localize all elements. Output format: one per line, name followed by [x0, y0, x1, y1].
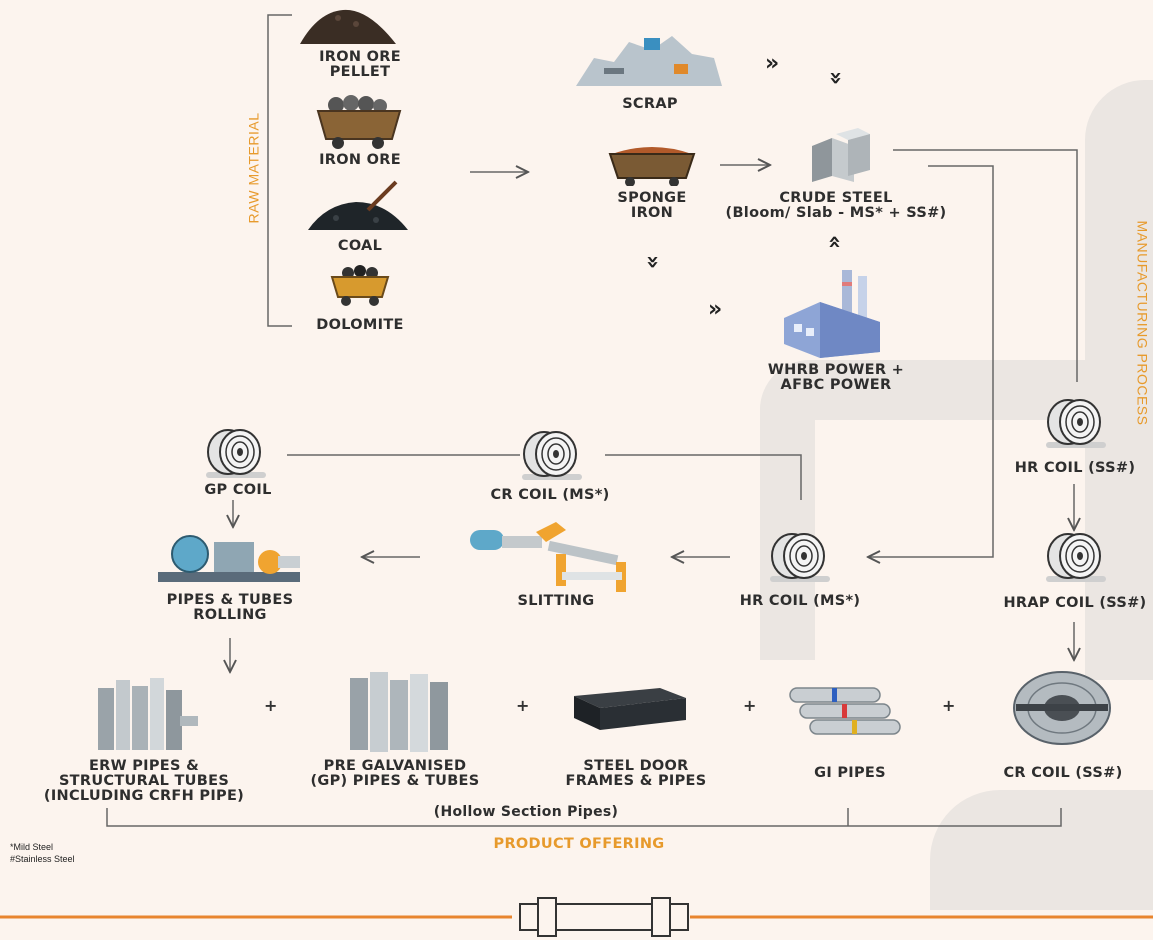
iron-ore-pellet-icon	[300, 9, 396, 44]
slitting-label: SLITTING	[517, 593, 595, 609]
scrap-label: SCRAP	[622, 96, 678, 112]
gp-coil-label: GP COIL	[204, 482, 272, 498]
scrap-heap-icon	[576, 36, 722, 86]
plus-sign: +	[942, 696, 956, 715]
line-crude-to-hr-ss	[893, 149, 1078, 382]
cr-coil-ms-icon	[522, 431, 582, 480]
gi-pipes-icon	[789, 687, 901, 735]
cr-coil-ms-label: CR COIL (MS*)	[490, 487, 610, 503]
slitting-machine-icon	[470, 522, 626, 592]
double-chevron-right-icon: »	[765, 51, 780, 76]
product-offering-label: PRODUCT OFFERING	[493, 836, 665, 852]
crude-steel-label: CRUDE STEEL (Bloom/ Slab - MS* + SS#)	[725, 190, 947, 221]
pipes-rolling-label: PIPES & TUBES ROLLING	[166, 592, 294, 623]
hollow-section-label: (Hollow Section Pipes)	[433, 804, 619, 820]
power-label: WHRB POWER + AFBC POWER	[767, 362, 905, 393]
pre-galvanised-pipes-icon	[350, 672, 448, 752]
iron-ore-label: IRON ORE	[319, 152, 401, 168]
pipe-emblem-icon	[519, 897, 689, 937]
coal-label: COAL	[337, 238, 383, 254]
pre-galvanised-label: PRE GALVANISED (GP) PIPES & TUBES	[310, 758, 480, 789]
hr-coil-ms-label: HR COIL (MS*)	[739, 593, 861, 609]
background-pipe-decoration	[760, 360, 815, 660]
double-chevron-right-icon: »	[708, 297, 723, 322]
cr-coil-ss-icon	[1013, 671, 1111, 745]
crude-steel-blocks-icon	[812, 128, 870, 182]
hr-coil-ss-icon	[1046, 399, 1106, 448]
footnote-mild-steel: *Mild Steel	[10, 842, 54, 852]
dolomite-label: DOLOMITE	[316, 317, 404, 333]
hrap-coil-ss-icon	[1046, 533, 1106, 582]
power-plant-icon	[784, 270, 880, 358]
coal-pile-icon	[308, 180, 408, 230]
erw-pipes-label: ERW PIPES & STRUCTURAL TUBES (INCLUDING …	[43, 758, 245, 804]
dolomite-cart-icon	[330, 265, 390, 306]
plus-sign: +	[743, 696, 757, 715]
plus-sign: +	[516, 696, 530, 715]
sponge-iron-label: SPONGE IRON	[617, 190, 687, 221]
gp-coil-icon	[206, 429, 266, 478]
raw-material-bracket	[267, 14, 292, 327]
sponge-iron-cart-icon	[608, 147, 696, 186]
door-frames-label: STEEL DOOR FRAMES & PIPES	[565, 758, 707, 789]
iron-ore-pellet-label: IRON ORE PELLET	[319, 49, 401, 80]
gi-pipes-label: GI PIPES	[814, 765, 886, 781]
erw-pipes-icon	[98, 678, 198, 750]
hr-coil-ss-label: HR COIL (SS#)	[1014, 460, 1136, 476]
iron-ore-cart-icon	[316, 95, 402, 149]
pipe-rolling-machine-icon	[158, 535, 300, 582]
raw-material-label: RAW MATERIAL	[245, 112, 262, 224]
double-chevron-down-icon: »	[823, 70, 849, 86]
plus-sign: +	[264, 696, 278, 715]
cr-coil-ss-label: CR COIL (SS#)	[1003, 765, 1123, 781]
steel-door-frame-icon	[574, 688, 686, 730]
hrap-coil-ss-label: HRAP COIL (SS#)	[1003, 595, 1147, 611]
product-bracket	[106, 808, 1062, 827]
arrow-crude-to-hr-ms	[868, 165, 994, 557]
manufacturing-process-label: MANUFACTURING PROCESS	[1134, 220, 1151, 426]
background-pipe-decoration	[930, 790, 1153, 910]
footnote-stainless-steel: #Stainless Steel	[10, 854, 75, 864]
hr-coil-ms-icon	[770, 533, 830, 582]
double-chevron-up-icon: »	[822, 234, 848, 250]
line-hr-ms-to-cr-ms	[605, 454, 802, 500]
double-chevron-down-icon: »	[640, 254, 666, 270]
